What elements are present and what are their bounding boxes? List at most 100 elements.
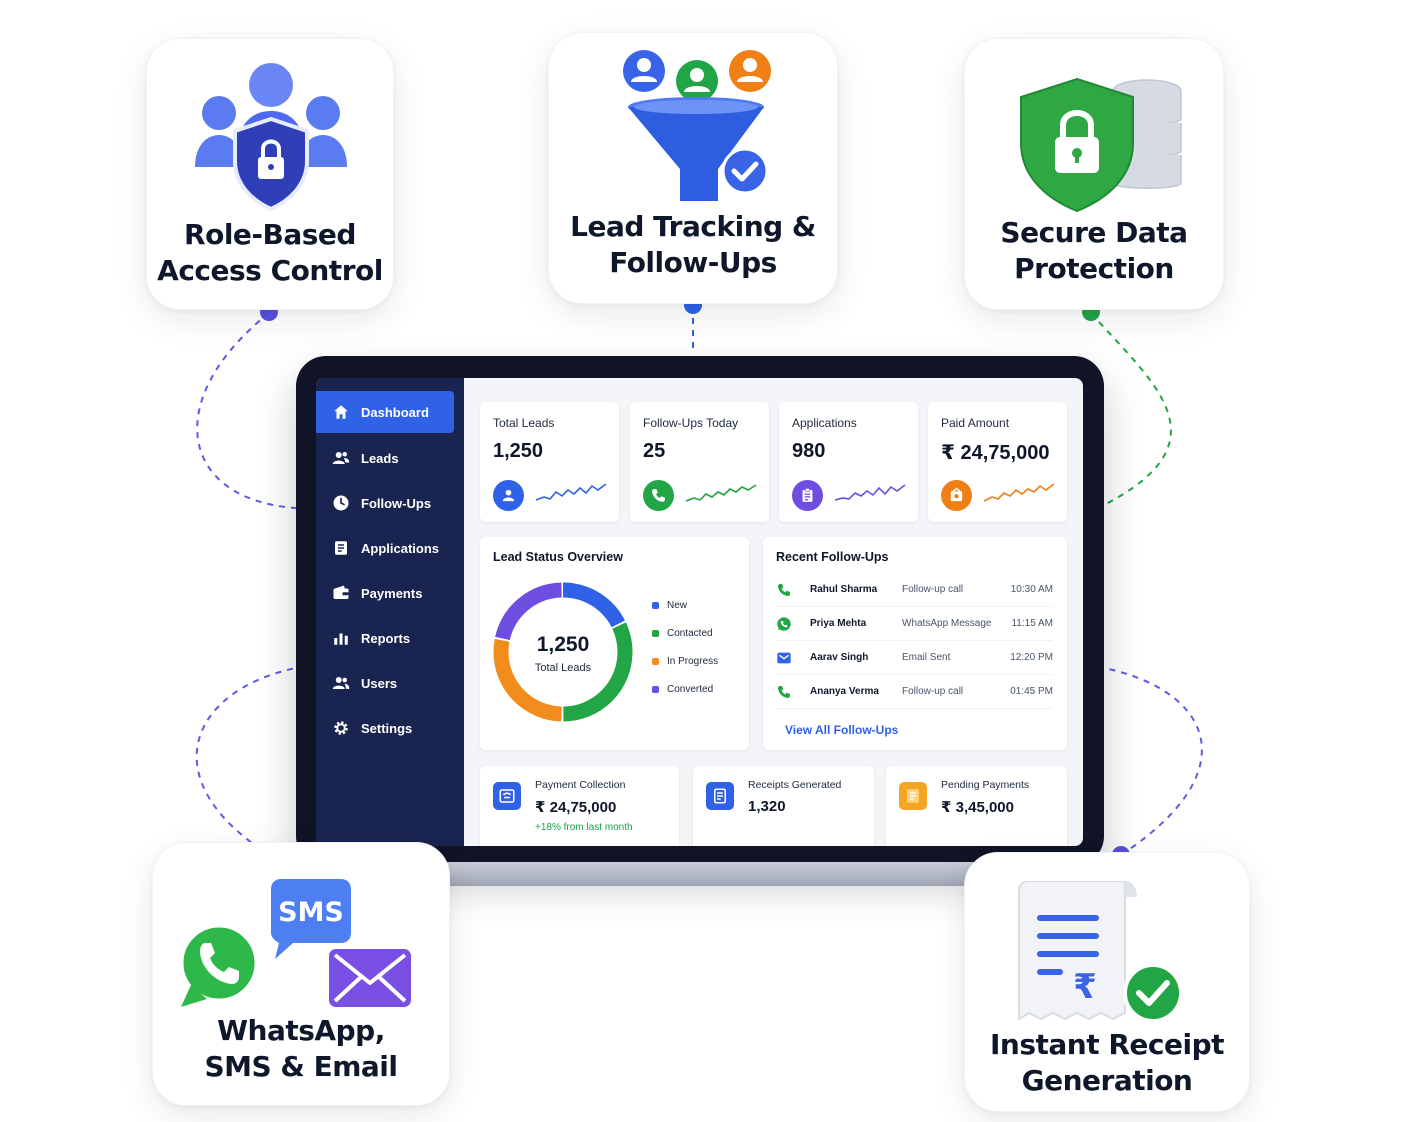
view-all-follow-ups-link[interactable]: View All Follow-Ups: [785, 723, 899, 737]
follow-up-name: Ananya Verma: [810, 686, 879, 697]
receipt-check-icon: ₹: [1018, 881, 1183, 1023]
sidebar-item-settings[interactable]: Settings: [316, 707, 454, 749]
panel-title: Lead Status Overview: [493, 550, 623, 564]
secure-data-shield-icon: [1020, 77, 1182, 213]
feature-card-secure-data: Secure Data Protection: [964, 38, 1224, 310]
feature-title-role-access: Role-Based Access Control: [157, 218, 383, 287]
stat-value: ₹ 24,75,000: [941, 442, 1050, 464]
follow-up-type: Email Sent: [902, 652, 951, 663]
sparkline: [536, 483, 607, 501]
legend-item-in-progress: In Progress: [652, 656, 718, 667]
legend-label: Contacted: [667, 628, 713, 639]
legend-item-contacted: Contacted: [652, 628, 713, 639]
whatsapp-icon: [776, 616, 792, 632]
stat-card-applications[interactable]: Applications 980: [779, 402, 918, 522]
sidebar-item-users[interactable]: Users: [316, 662, 454, 704]
dashboard-screen: Dashboard Leads Follow-Ups Applications …: [316, 378, 1083, 846]
stat-value: 1,250: [493, 440, 544, 462]
donut-total-label: Total Leads: [534, 662, 592, 674]
follow-up-type: Follow-up call: [902, 584, 964, 595]
phone-icon: [643, 480, 674, 511]
lead-status-panel: Lead Status Overview 1,250 Total Leads N…: [480, 537, 749, 750]
lead-status-donut-chart: [493, 582, 633, 722]
home-icon: [334, 405, 348, 419]
sidebar-item-leads[interactable]: Leads: [316, 437, 454, 479]
bottom-card-value: ₹ 24,75,000: [535, 799, 617, 816]
follow-up-name: Rahul Sharma: [810, 584, 878, 595]
pending-payments-card[interactable]: Pending Payments ₹ 3,45,000: [886, 766, 1067, 846]
receipt-icon: [706, 782, 734, 810]
payment-icon: [941, 480, 972, 511]
payment-collection-card[interactable]: Payment Collection ₹ 24,75,000 +18% from…: [480, 766, 679, 846]
sidebar-item-reports[interactable]: Reports: [316, 617, 454, 659]
payment-collection-icon: [493, 782, 521, 810]
follow-up-row[interactable]: Rahul Sharma Follow-up call 10:30 AM: [776, 573, 1053, 607]
bottom-card-label: Pending Payments: [941, 779, 1030, 791]
stat-label: Total Leads: [493, 416, 555, 430]
stat-value: 980: [792, 440, 826, 462]
clipboard-icon: [792, 480, 823, 511]
role-access-shield-icon: [195, 63, 347, 212]
sidebar-item-label: Leads: [361, 450, 399, 466]
users-icon: [332, 677, 350, 689]
follow-up-time: 01:45 PM: [1010, 686, 1053, 697]
follow-up-name: Priya Mehta: [810, 618, 867, 629]
pending-list-icon: [899, 782, 927, 810]
lead-funnel-icon: [623, 50, 771, 201]
follow-up-row[interactable]: Aarav Singh Email Sent 12:20 PM: [776, 641, 1053, 675]
follow-up-name: Aarav Singh: [810, 652, 869, 663]
receipt-currency-symbol: ₹: [1073, 967, 1097, 1007]
follow-up-time: 11:15 AM: [1011, 618, 1053, 629]
follow-up-time: 12:20 PM: [1010, 652, 1053, 663]
recent-follow-ups-panel: Recent Follow-Ups Rahul Sharma Follow-up…: [763, 537, 1067, 750]
follow-up-type: Follow-up call: [902, 686, 964, 697]
bottom-card-value: 1,320: [748, 798, 786, 815]
wallet-icon: [333, 585, 349, 599]
gear-icon: [334, 721, 348, 735]
sidebar-item-label: Dashboard: [361, 404, 429, 420]
stat-card-paid-amount[interactable]: Paid Amount ₹ 24,75,000: [928, 402, 1067, 522]
leads-icon: [332, 452, 350, 464]
feature-card-messaging: SMS WhatsApp, SMS & Email: [152, 842, 450, 1106]
receipts-generated-card[interactable]: Receipts Generated 1,320: [693, 766, 874, 846]
legend-label: New: [667, 600, 688, 611]
feature-card-receipt: ₹ Instant Receipt Generation: [964, 852, 1250, 1112]
sidebar-item-follow-ups[interactable]: Follow-Ups: [316, 482, 454, 524]
sidebar-item-payments[interactable]: Payments: [316, 572, 454, 614]
follow-up-type: WhatsApp Message: [902, 618, 992, 629]
donut-segment-contacted: [493, 582, 633, 722]
sidebar-item-label: Reports: [361, 630, 411, 646]
follow-up-time: 10:30 AM: [1010, 584, 1053, 595]
legend-swatch: [652, 658, 659, 665]
sidebar-item-label: Users: [361, 675, 398, 691]
legend-item-converted: Converted: [652, 684, 713, 695]
sparkline: [686, 484, 757, 502]
sidebar-item-applications[interactable]: Applications: [316, 527, 454, 569]
legend-label: In Progress: [667, 656, 719, 667]
phone-icon: [776, 582, 792, 598]
messaging-channels-icon: SMS: [178, 879, 411, 1007]
legend-swatch: [652, 630, 659, 637]
sparkline: [984, 483, 1055, 502]
sidebar-item-label: Follow-Ups: [361, 495, 432, 511]
bottom-card-value: ₹ 3,45,000: [941, 799, 1014, 816]
phone-icon: [776, 684, 792, 700]
sparkline: [835, 484, 906, 501]
stat-label: Applications: [792, 416, 857, 430]
sidebar: Dashboard Leads Follow-Ups Applications …: [316, 378, 464, 846]
follow-up-row[interactable]: Priya Mehta WhatsApp Message 11:15 AM: [776, 607, 1053, 641]
follow-up-row[interactable]: Ananya Verma Follow-up call 01:45 PM: [776, 675, 1053, 709]
stat-value: 25: [643, 440, 666, 462]
feature-card-lead-tracking: Lead Tracking & Follow-Ups: [548, 32, 838, 304]
feature-title-receipt: Instant Receipt Generation: [989, 1028, 1225, 1097]
feature-title-lead-tracking: Lead Tracking & Follow-Ups: [570, 210, 816, 279]
sidebar-item-dashboard[interactable]: Dashboard: [316, 391, 454, 433]
sidebar-item-label: Settings: [361, 720, 413, 736]
stat-card-follow-ups-today[interactable]: Follow-Ups Today 25: [630, 402, 769, 522]
stat-card-total-leads[interactable]: Total Leads 1,250: [480, 402, 619, 522]
stat-label: Follow-Ups Today: [643, 416, 739, 430]
feature-title-messaging: WhatsApp, SMS & Email: [204, 1014, 398, 1083]
sidebar-item-label: Payments: [361, 585, 423, 601]
legend-item-new: New: [652, 600, 687, 611]
feature-title-secure-data: Secure Data Protection: [1000, 216, 1188, 285]
